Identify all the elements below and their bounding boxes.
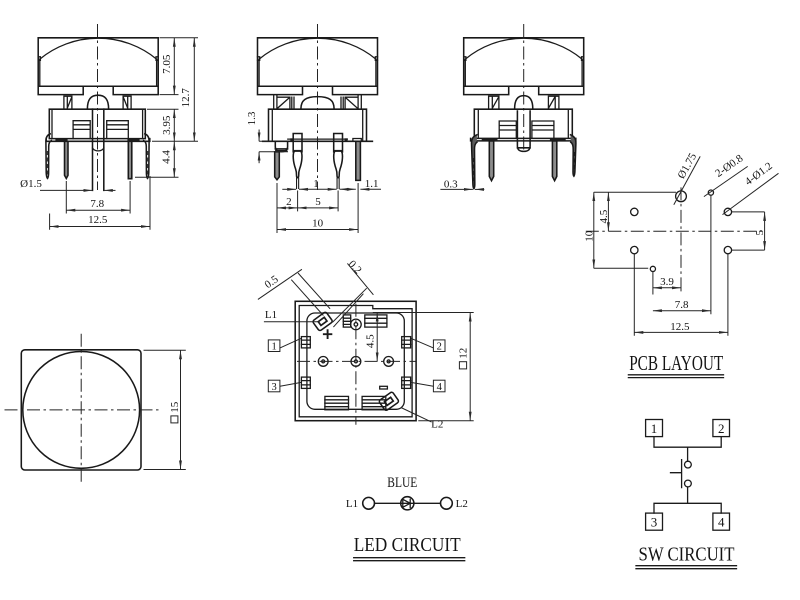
svg-text:Ø1.75: Ø1.75 bbox=[676, 151, 700, 181]
svg-text:2: 2 bbox=[286, 196, 292, 208]
svg-text:4.5: 4.5 bbox=[598, 209, 610, 223]
svg-text:BLUE: BLUE bbox=[387, 475, 417, 491]
svg-text:3.9: 3.9 bbox=[660, 276, 674, 288]
svg-text:12.7: 12.7 bbox=[180, 88, 192, 108]
svg-text:1: 1 bbox=[651, 421, 658, 436]
svg-text:12: 12 bbox=[457, 348, 469, 359]
svg-text:15: 15 bbox=[169, 401, 181, 413]
svg-text:SW CIRCUIT: SW CIRCUIT bbox=[639, 544, 735, 565]
svg-text:0.2: 0.2 bbox=[346, 258, 364, 276]
svg-text:0.5: 0.5 bbox=[263, 273, 282, 291]
svg-text:5: 5 bbox=[315, 196, 321, 208]
svg-text:12.5: 12.5 bbox=[88, 214, 108, 226]
svg-text:5: 5 bbox=[754, 229, 766, 235]
svg-text:3: 3 bbox=[271, 382, 276, 393]
svg-text:Ø1.5: Ø1.5 bbox=[20, 178, 42, 190]
svg-text:L1: L1 bbox=[346, 498, 358, 510]
svg-text:L1: L1 bbox=[265, 309, 277, 321]
svg-text:2: 2 bbox=[437, 342, 442, 353]
svg-text:12.5: 12.5 bbox=[670, 321, 690, 333]
svg-text:1: 1 bbox=[271, 342, 276, 353]
svg-text:4.4: 4.4 bbox=[161, 150, 173, 164]
svg-text:L2: L2 bbox=[456, 498, 468, 510]
svg-text:3: 3 bbox=[651, 515, 658, 530]
svg-text:7.8: 7.8 bbox=[90, 198, 104, 210]
svg-text:1: 1 bbox=[313, 178, 319, 190]
svg-text:1.1: 1.1 bbox=[365, 178, 379, 190]
svg-text:2-Ø0.8: 2-Ø0.8 bbox=[713, 152, 746, 180]
svg-text:7.8: 7.8 bbox=[675, 299, 689, 311]
svg-text:10: 10 bbox=[584, 230, 596, 242]
svg-text:2: 2 bbox=[718, 421, 725, 436]
svg-text:3.95: 3.95 bbox=[161, 115, 173, 135]
svg-text:10: 10 bbox=[312, 217, 324, 229]
svg-text:4: 4 bbox=[437, 382, 443, 393]
svg-text:4-Ø1.2: 4-Ø1.2 bbox=[743, 160, 775, 188]
svg-text:PCB LAYOUT: PCB LAYOUT bbox=[629, 351, 723, 375]
svg-text:4.5: 4.5 bbox=[364, 334, 376, 348]
svg-text:L2: L2 bbox=[431, 419, 443, 431]
svg-text:0.3: 0.3 bbox=[444, 178, 458, 190]
svg-text:LED CIRCUIT: LED CIRCUIT bbox=[354, 535, 461, 556]
svg-text:7.05: 7.05 bbox=[161, 54, 173, 74]
svg-text:4: 4 bbox=[718, 515, 725, 530]
svg-text:1.3: 1.3 bbox=[246, 111, 258, 125]
